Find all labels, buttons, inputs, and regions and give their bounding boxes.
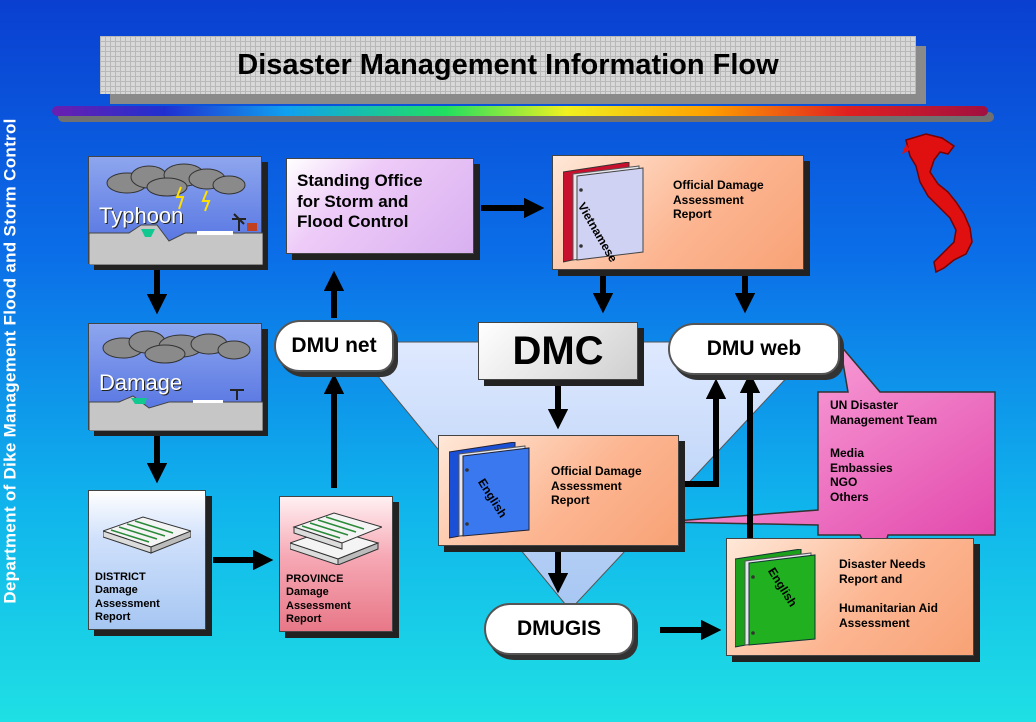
dmc-box: DMC <box>478 322 638 380</box>
binder-icon <box>449 442 530 539</box>
arrow-en-dmuweb <box>681 378 727 487</box>
callout-bubble <box>661 342 996 573</box>
report-stack-icon <box>103 516 191 554</box>
vn-report-label: Official Damage Assessment Report <box>673 178 764 222</box>
storm-cloud-icon <box>89 163 263 265</box>
dmu-net-node: DMU net <box>274 320 394 372</box>
english-report-box: English Official Damage Assessment Repor… <box>438 435 679 546</box>
dmu-web-label: DMU web <box>706 337 802 360</box>
cloud-icon <box>89 330 263 431</box>
report-stack-icon <box>290 512 382 565</box>
province-label: PROVINCE Damage Assessment Report <box>286 573 351 626</box>
standing-office-label: Standing Office for Storm and Flood Cont… <box>297 171 423 232</box>
dmu-web-node: DMU web <box>668 323 840 375</box>
typhoon-box: Typhoon <box>88 156 263 265</box>
vietnam-map-icon <box>902 133 973 274</box>
vietnamese-report-box: Vietnamese Official Damage Assessment Re… <box>552 155 804 270</box>
dmc-label: DMC <box>512 328 604 373</box>
binder-icon <box>735 549 816 648</box>
needs-report-label: Disaster Needs Report and Humanitarian A… <box>839 557 938 630</box>
page-title: Disaster Management Information Flow <box>237 48 779 81</box>
damage-label: Damage <box>99 370 183 395</box>
callout-audience-label: Media Embassies NGO Others <box>830 446 893 504</box>
title-banner: Disaster Management Information Flow <box>100 36 916 94</box>
district-label: DISTRICT Damage Assessment Report <box>95 571 160 624</box>
en-report-label: Official Damage Assessment Report <box>551 464 642 508</box>
rainbow-divider <box>52 106 988 116</box>
dmugis-node: DMUGIS <box>484 603 634 655</box>
dmu-net-label: DMU net <box>291 334 377 357</box>
callout-team-label: UN Disaster Management Team <box>830 398 938 427</box>
province-box: PROVINCE Damage Assessment Report <box>279 496 393 632</box>
needs-report-box: English Disaster Needs Report and Humani… <box>726 538 974 656</box>
binder-icon <box>563 162 644 263</box>
dmugis-label: DMUGIS <box>517 617 601 640</box>
standing-office-box: Standing Office for Storm and Flood Cont… <box>286 158 474 254</box>
damage-box: Damage <box>88 323 263 431</box>
district-box: DISTRICT Damage Assessment Report <box>88 490 206 630</box>
typhoon-label: Typhoon <box>99 203 184 228</box>
